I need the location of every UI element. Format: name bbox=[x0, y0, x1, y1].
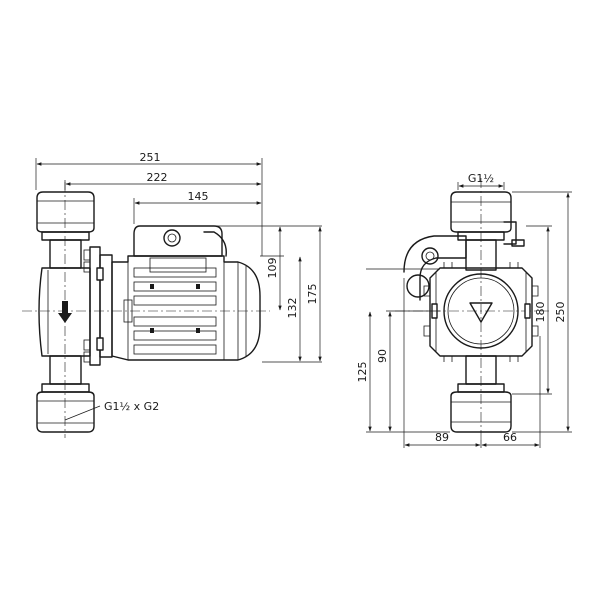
side-pump-housing bbox=[38, 267, 91, 357]
dim-180-label: 180 bbox=[534, 302, 547, 323]
dim-132-label: 132 bbox=[286, 298, 299, 319]
dim-109-label: 109 bbox=[266, 258, 279, 279]
rotation-direction-icon bbox=[469, 302, 493, 323]
front-cable-gland-icon bbox=[421, 247, 439, 265]
dim-251-label: 251 bbox=[140, 151, 161, 164]
dim-222-label: 222 bbox=[147, 171, 168, 184]
side-horizontal-dimensions: 251 222 145 bbox=[35, 151, 263, 256]
dim-125-label: 125 bbox=[356, 362, 369, 383]
dim-175-label: 175 bbox=[306, 284, 319, 305]
cable-gland-icon bbox=[163, 229, 181, 247]
fan-cover-circle bbox=[443, 273, 519, 349]
front-bottom-union bbox=[450, 355, 512, 433]
dim-66-label: 66 bbox=[503, 431, 517, 444]
side-bottom-union bbox=[36, 355, 95, 433]
dim-90-label: 90 bbox=[376, 349, 389, 363]
side-thread-callout: G1½ x G2 bbox=[64, 400, 159, 421]
front-left-dimensions: 125 90 bbox=[356, 268, 450, 433]
side-motor bbox=[111, 255, 261, 361]
side-vertical-dimensions: 109 132 175 bbox=[212, 225, 322, 363]
dim-250-label: 250 bbox=[554, 302, 567, 323]
front-bottom-dimensions: 89 66 bbox=[403, 278, 541, 448]
side-flange-plate bbox=[83, 246, 113, 366]
dim-145-label: 145 bbox=[188, 190, 209, 203]
top-connection-thread-label: G1½ bbox=[468, 172, 494, 185]
side-terminal-box bbox=[133, 225, 227, 273]
flow-direction-arrow-icon bbox=[58, 301, 72, 323]
front-view: G1½ 180 250 125 90 bbox=[356, 172, 572, 448]
side-connection-thread-label: G1½ x G2 bbox=[104, 400, 159, 413]
side-top-union bbox=[36, 191, 95, 269]
side-view: 251 222 145 109 132 175 G1½ x G2 bbox=[22, 151, 322, 438]
dim-89-label: 89 bbox=[435, 431, 449, 444]
front-top-thread-dim: G1½ bbox=[457, 172, 505, 190]
front-right-dimensions: 180 250 bbox=[512, 191, 572, 433]
